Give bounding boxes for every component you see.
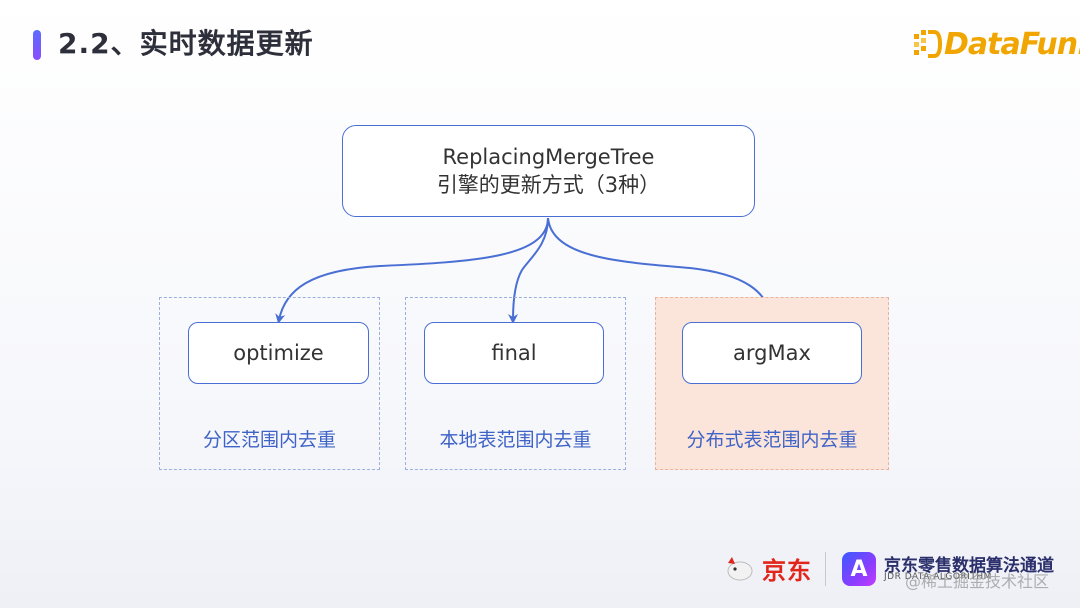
root-node-line2: 引擎的更新方式（3种）	[436, 173, 661, 197]
jd-logo: 京东	[722, 548, 812, 588]
title-accent-bar	[33, 30, 41, 60]
node-optimize: optimize	[188, 322, 369, 384]
channel-badge-icon: A	[842, 552, 876, 586]
slide-title: 2.2、实时数据更新	[58, 27, 314, 60]
datafun-logo: DataFun.	[912, 22, 1080, 66]
caption-argmax: 分布式表范围内去重	[686, 429, 858, 451]
caption-optimize: 分区范围内去重	[202, 429, 336, 451]
root-node-line1: ReplacingMergeTree	[442, 145, 655, 169]
group-final	[405, 297, 626, 470]
arrow-to-optimize	[275, 217, 549, 324]
caption-final: 本地表范围内去重	[439, 429, 592, 451]
arrow-to-final	[508, 217, 549, 324]
jd-dog-icon	[727, 557, 753, 581]
arrow-to-argmax	[547, 217, 777, 324]
datafun-logo-text: DataFun.	[944, 26, 1080, 62]
channel-name: 京东零售数据算法通道	[884, 556, 1054, 576]
watermark: @稀土掘金技术社区	[905, 572, 1050, 591]
channel-subtitle: JDR DATA ALGORITHM	[884, 572, 992, 582]
node-argmax: argMax	[682, 322, 862, 384]
node-final: final	[424, 322, 604, 384]
root-node-replacingmergetree: ReplacingMergeTree 引擎的更新方式（3种）	[342, 125, 755, 217]
group-optimize	[159, 297, 380, 470]
datafun-logo-icon	[914, 30, 942, 58]
footer-divider	[825, 552, 826, 586]
jd-logo-text: 京东	[762, 556, 812, 585]
